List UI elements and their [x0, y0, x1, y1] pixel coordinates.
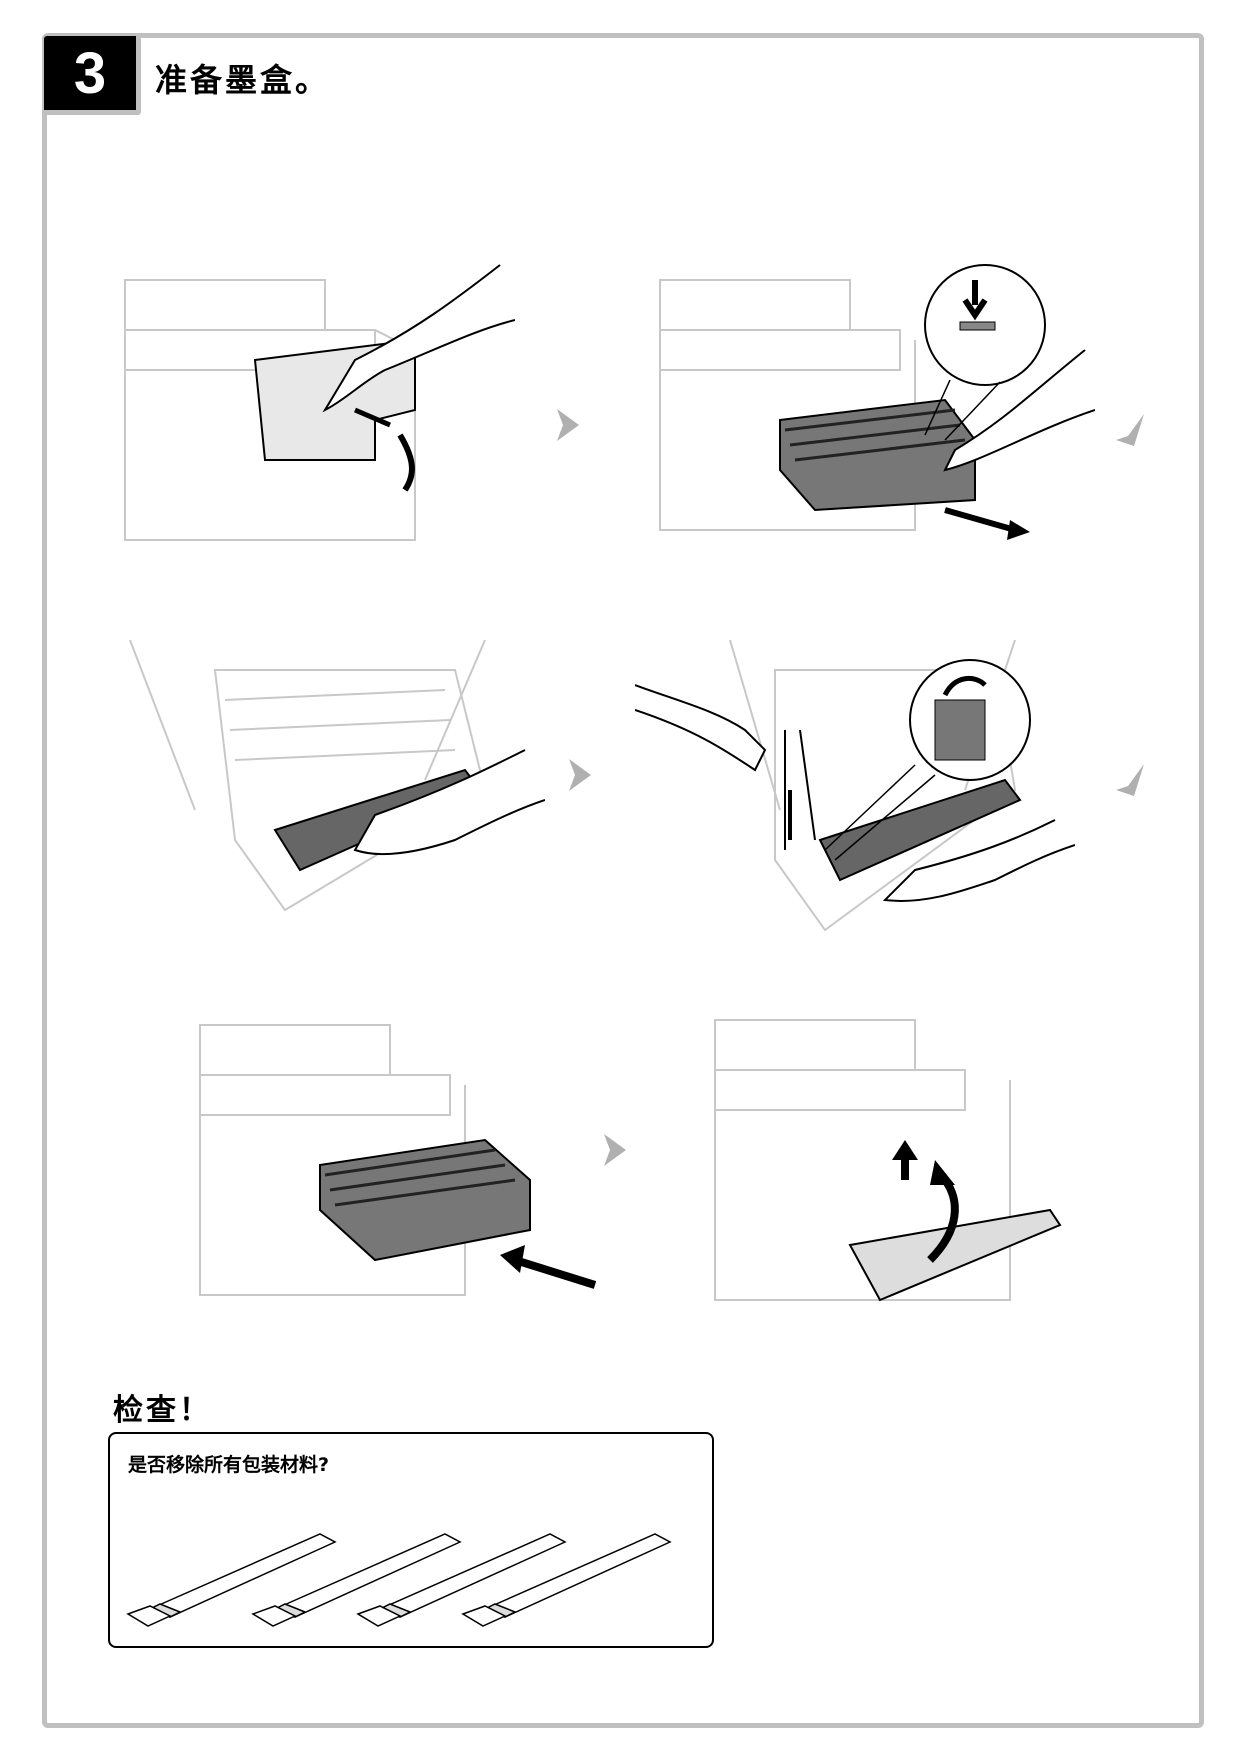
- next-arrow-down-left-icon: [1116, 764, 1144, 796]
- next-arrow-icon: [604, 1134, 626, 1166]
- step-frame: [42, 33, 1204, 1728]
- illustration-close-front-cover: [714, 1019, 1062, 1302]
- next-arrow-icon: [557, 409, 579, 441]
- check-box: 是否移除所有包装材料?: [108, 1432, 714, 1648]
- packaging-straps-illustration: [126, 1533, 671, 1627]
- check-heading: 检查！: [113, 1393, 212, 1428]
- illustration-open-front-cover: [124, 264, 515, 541]
- next-arrow-icon: [569, 759, 591, 791]
- check-question: 是否移除所有包装材料?: [128, 1454, 330, 1476]
- illustration-insert-toner-cartridge: [129, 640, 545, 912]
- illustration-pull-out-toner-tray: [659, 264, 1095, 540]
- illustration-remove-protective-tape: [635, 640, 1075, 932]
- step-title: 准备墨盒。: [155, 61, 331, 99]
- step-number-badge: 3: [44, 36, 141, 115]
- next-arrow-down-left-icon: [1116, 414, 1144, 446]
- illustration-push-in-toner-tray: [199, 1024, 597, 1296]
